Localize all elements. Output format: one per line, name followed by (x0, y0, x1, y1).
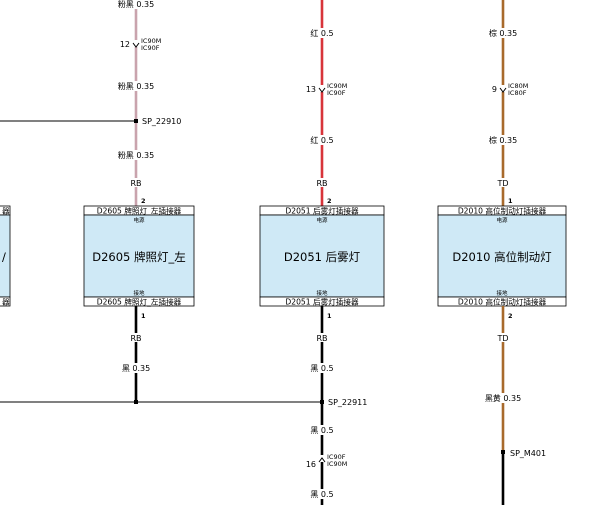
inline-connector-arrow-icon (318, 87, 326, 93)
wire-label: 红 0.5 (310, 135, 333, 145)
label-bg (108, 81, 164, 91)
left-partial-module: 器 / 器 (0, 205, 11, 307)
wire-code: RB (130, 334, 141, 343)
connector-header-bottom (83, 296, 195, 307)
left-module-body (0, 214, 11, 298)
label-bg (304, 135, 340, 145)
module-body (437, 214, 567, 298)
inline-connector-female: IC90F (141, 44, 160, 52)
ground-pin-label: 接地 (496, 289, 508, 297)
inline-connector-arrow-icon (132, 42, 140, 48)
left-connector-bottom-label: 器 (2, 298, 10, 307)
column-d2605: 粉黑 0.35 12 IC90M IC90F 粉黑 0.35 SP_22910 … (83, 0, 195, 404)
module-title: D2605 牌照灯_左 (92, 250, 186, 264)
inline-connector-male: IC90M (327, 460, 347, 468)
wire-label: 黑 0.5 (310, 426, 333, 435)
pin-number: 2 (141, 197, 146, 205)
label-bg (495, 178, 511, 187)
label-bg (314, 333, 330, 342)
pin-number: 1 (508, 197, 513, 205)
splice-point-icon (134, 400, 138, 404)
label-bg (481, 135, 525, 145)
module-title: D2010 高位制动灯 (452, 250, 552, 264)
wire-code: RB (316, 334, 327, 343)
ground-pin-label: 接地 (133, 289, 145, 297)
inline-connector-number: 12 (120, 40, 130, 49)
inline-connector-female: IC90F (327, 453, 346, 461)
wire-label: 黑黄 0.35 (485, 393, 521, 403)
left-connector-top-label: 器 (2, 207, 10, 216)
wire-label: 黑 0.5 (310, 490, 333, 499)
connector-name-top: D2010 高位制动灯插接器 (458, 206, 547, 216)
splice-point-icon (320, 400, 324, 404)
power-pin-label: 电源 (496, 216, 508, 224)
pin-number: 1 (327, 312, 332, 320)
module-title: D2051 后雾灯 (284, 250, 361, 264)
label-bg (128, 333, 144, 342)
label-bg (304, 28, 340, 38)
pin-number: 2 (508, 312, 513, 320)
inline-connector-arrow-icon (499, 87, 507, 93)
wire-code: RB (316, 179, 327, 188)
label-bg (304, 489, 340, 499)
ground-pin-label: 接地 (316, 289, 328, 297)
inline-connector-male: IC90M (327, 82, 347, 90)
power-pin-label: 电源 (133, 216, 145, 224)
inline-connector-female: IC90F (327, 89, 346, 97)
splice-label: SP_22911 (328, 398, 367, 407)
wire-label: 粉黑 0.35 (118, 150, 154, 160)
wire-label: 黑 0.35 (122, 364, 150, 373)
inline-connector-male: IC80M (508, 82, 528, 90)
connector-name-top: D2051 后雾灯插接器 (285, 206, 359, 216)
label-bg (314, 178, 330, 187)
label-bg (108, 150, 164, 160)
inline-connector-number: 13 (306, 85, 316, 94)
wire-code: TD (496, 179, 508, 188)
splice-label: SP_M401 (510, 449, 546, 458)
wire-label: 黑 0.5 (310, 364, 333, 373)
wire-label: 棕 0.35 (489, 135, 517, 145)
pin-number: 1 (141, 312, 146, 320)
column-d2010: 棕 0.35 9 IC80M IC80F 棕 0.35 TD 1 D2010 高… (437, 0, 567, 505)
left-connector-top-box (0, 205, 11, 216)
label-bg (478, 393, 528, 403)
power-pin-label: 电源 (316, 216, 328, 224)
inline-connector-male: IC90M (141, 37, 161, 45)
connector-name-top: D2605 牌照灯_左插接器 (97, 206, 182, 216)
splice-point-icon (501, 450, 505, 454)
inline-connector-number: 9 (492, 85, 497, 94)
connector-name-bottom: D2051 后雾灯插接器 (285, 297, 359, 307)
wire-label: 粉黑 0.35 (118, 0, 154, 9)
wire-label: 粉黑 0.35 (118, 81, 154, 91)
wire-code: TD (496, 334, 508, 343)
label-bg (128, 178, 144, 187)
left-module-title: / (2, 250, 6, 264)
label-bg (481, 28, 525, 38)
wire-label: 红 0.5 (310, 28, 333, 38)
connector-name-bottom: D2010 高位制动灯插接器 (458, 297, 547, 307)
connector-name-bottom: D2605 牌照灯_左插接器 (97, 297, 182, 307)
label-bg (112, 363, 160, 373)
splice-label: SP_22910 (142, 117, 181, 126)
column-d2051: 红 0.5 13 IC90M IC90F 红 0.5 RB 2 D2051 后雾… (259, 0, 385, 505)
label-bg (304, 425, 340, 435)
label-bg (304, 363, 340, 373)
left-connector-bottom-box (0, 296, 11, 307)
inline-connector-arrow-icon (318, 457, 326, 463)
wire-code: RB (130, 179, 141, 188)
inline-connector-female: IC80F (508, 89, 527, 97)
splice-point-icon (134, 119, 138, 123)
inline-connector-number: 16 (306, 460, 316, 469)
pin-number: 2 (327, 197, 332, 205)
label-bg (495, 333, 511, 342)
wire-label: 棕 0.35 (489, 28, 517, 38)
label-bg (108, 0, 164, 9)
